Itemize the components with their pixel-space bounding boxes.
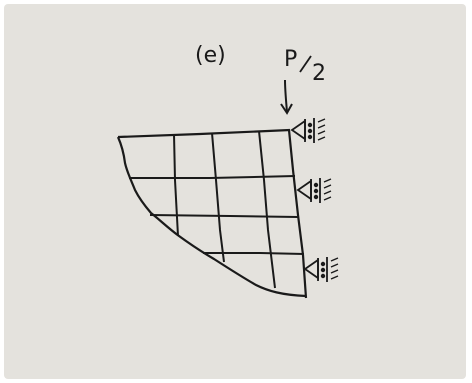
paper-background — [4, 4, 466, 379]
load-label-slash — [299, 55, 312, 73]
load-label: P 2 — [284, 47, 326, 86]
load-label-denominator: 2 — [312, 61, 326, 86]
roller-support-bottom — [303, 257, 339, 282]
roller-support-middle — [296, 178, 332, 203]
roller-support-top — [290, 118, 326, 143]
down-arrow-icon — [280, 79, 293, 115]
part-label: (e) — [195, 43, 226, 68]
finite-element-grid — [116, 128, 308, 299]
load-label-numerator: P — [284, 47, 297, 72]
